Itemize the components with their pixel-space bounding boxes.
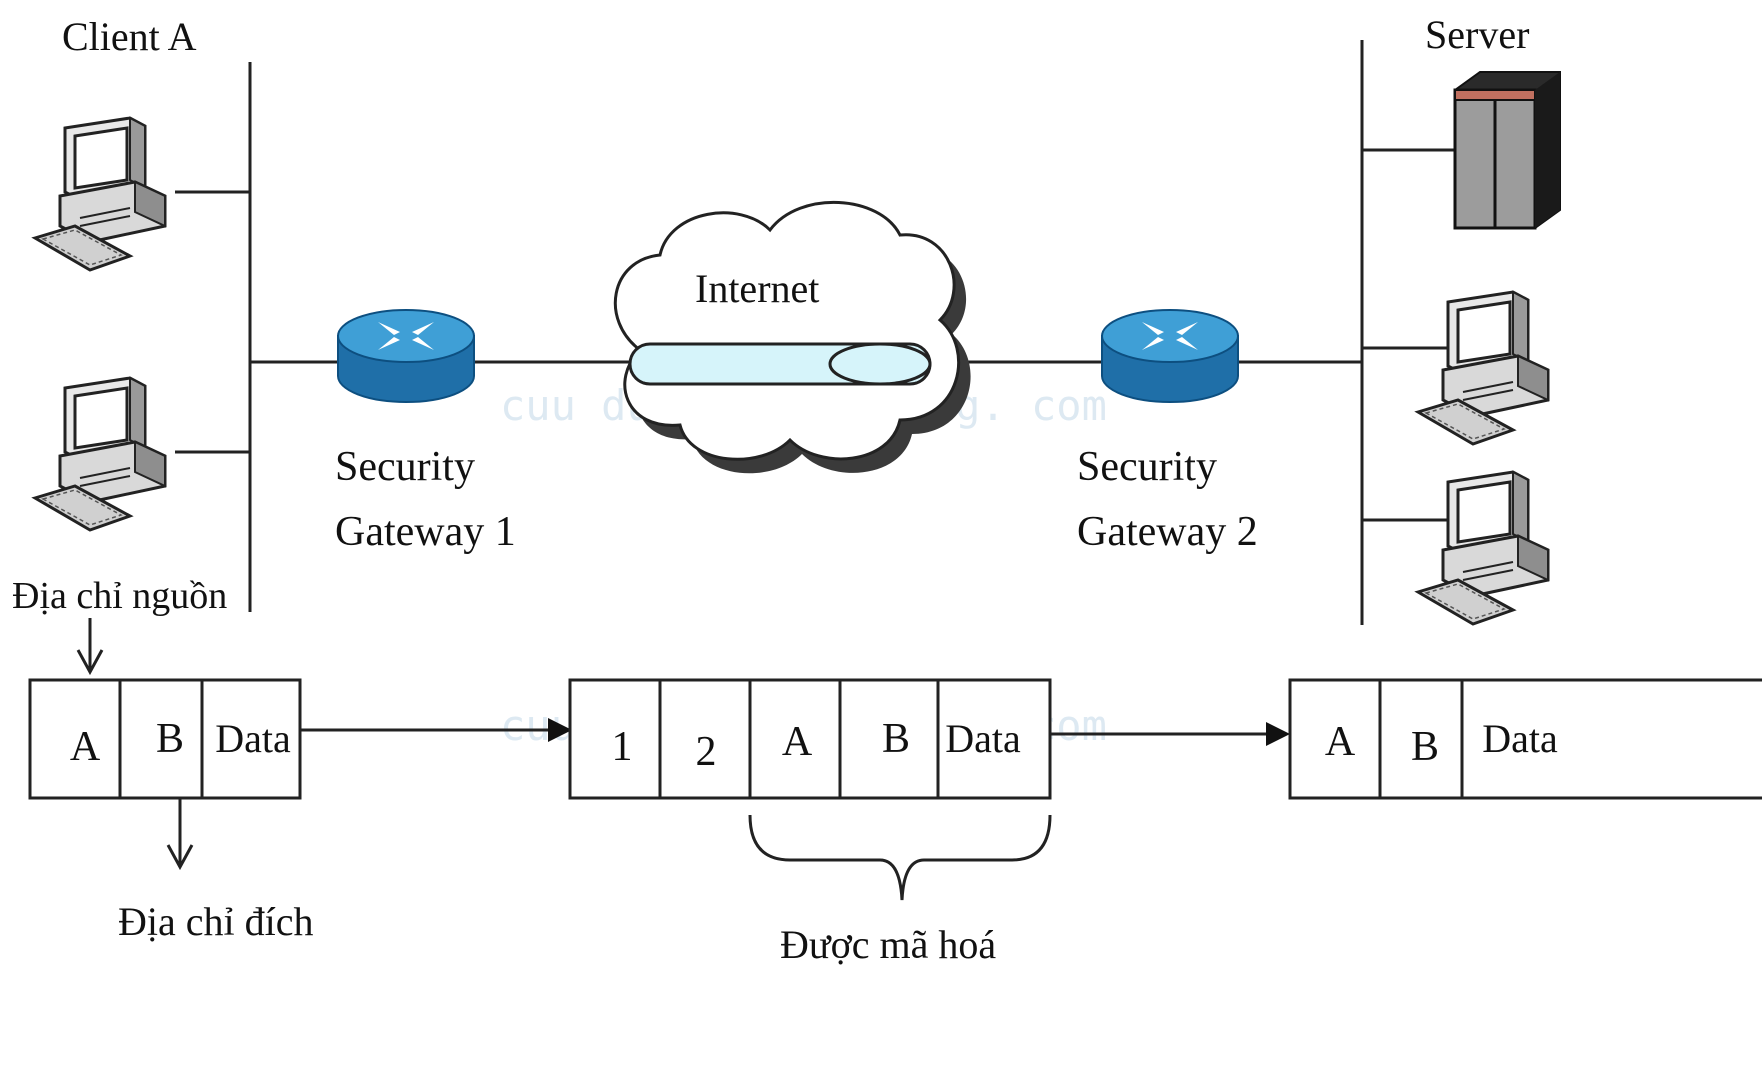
- server-label: Server: [1425, 12, 1529, 57]
- dest-address-label: Địa chỉ đích: [118, 899, 314, 944]
- gateway2-label-line1: Security: [1077, 444, 1217, 490]
- dest-address-arrow: [166, 798, 194, 871]
- packet2-field-gw1: 1: [612, 724, 633, 770]
- encrypted-brace: [748, 814, 1052, 901]
- packet1-field-source: A: [70, 724, 101, 770]
- server-side-pc-1-icon: [1416, 290, 1550, 446]
- flow-arrow-2: [1050, 722, 1290, 746]
- internet-label: Internet: [695, 266, 819, 311]
- security-gateway-1-router-icon: [337, 309, 475, 403]
- packet2-field-data: Data: [945, 716, 1021, 761]
- client-pc-1-icon: [33, 116, 167, 272]
- packet1-field-data: Data: [215, 716, 291, 761]
- server-side-pc-2-icon: [1416, 470, 1550, 626]
- packet2-field-gw2: 2: [696, 729, 717, 775]
- gateway2-label-line2: Gateway 2: [1077, 509, 1258, 555]
- packet2-field-source: A: [782, 719, 813, 765]
- packet3-field-dest: B: [1411, 724, 1439, 770]
- flow-arrow-1: [300, 718, 572, 742]
- delivered-packet: [1288, 678, 1762, 800]
- vpn-tunnel-icon: [628, 342, 932, 386]
- security-gateway-2-router-icon: [1101, 309, 1239, 403]
- encrypted-label: Được mã hoá: [780, 922, 996, 967]
- client-pc-2-icon: [33, 376, 167, 532]
- gateway1-label-line1: Security: [335, 444, 475, 490]
- packet3-field-data: Data: [1482, 716, 1558, 761]
- packet1-field-dest: B: [156, 716, 184, 762]
- gateway1-label-line2: Gateway 1: [335, 509, 516, 555]
- source-address-label: Địa chỉ nguồn: [12, 575, 227, 617]
- packet3-field-source: A: [1325, 719, 1356, 765]
- tunneled-packet: [568, 678, 1052, 800]
- source-address-arrow: [76, 618, 104, 676]
- original-packet: [28, 678, 302, 800]
- server-tower-icon: [1453, 71, 1561, 230]
- client-a-label: Client A: [62, 14, 197, 59]
- packet2-field-dest: B: [882, 716, 910, 762]
- internet-cloud-icon: [613, 201, 971, 474]
